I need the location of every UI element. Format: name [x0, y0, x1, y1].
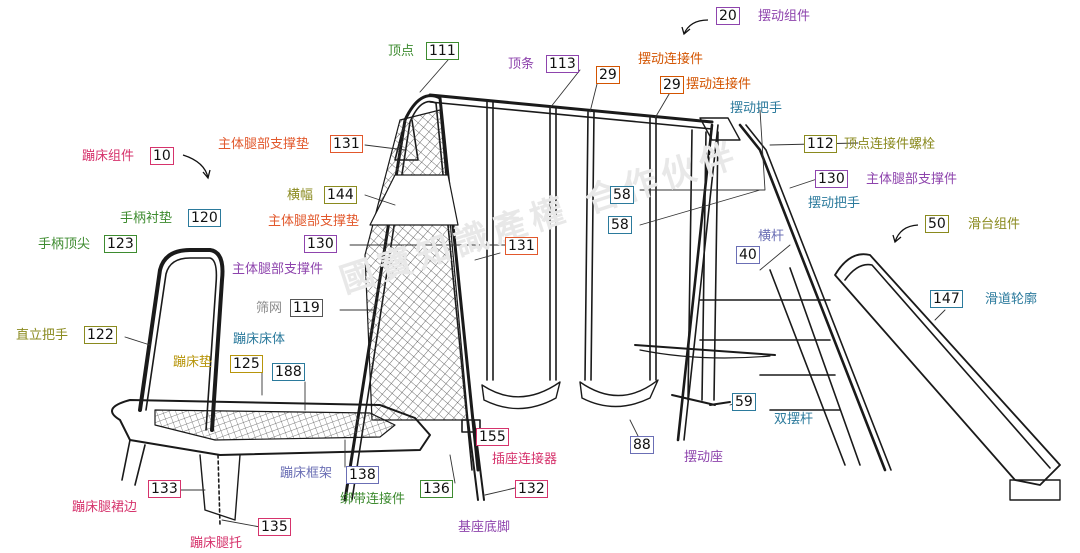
- ref-132: 132: [515, 480, 548, 498]
- ref-10: 10: [150, 147, 174, 165]
- ladder: [699, 267, 861, 466]
- leader-lines: [124, 51, 946, 528]
- label-base-foot: 基座底脚: [458, 520, 511, 535]
- label-handle-tip: 手柄顶尖: [38, 237, 91, 252]
- label-slide-assembly: 滑台组件: [968, 217, 1021, 232]
- label-swing-assembly: 摆动组件: [758, 9, 811, 24]
- slide: [834, 253, 1061, 501]
- ref-120: 120: [188, 209, 221, 227]
- ref-111: 111: [426, 42, 459, 60]
- label-leg-skirt: 蹦床腿裙边: [72, 500, 138, 515]
- ref-130-right: 130: [815, 170, 848, 188]
- ref-88: 88: [630, 436, 654, 454]
- ref-20: 20: [716, 7, 740, 25]
- mesh-panel: [364, 109, 469, 421]
- ref-123: 123: [104, 235, 137, 253]
- ref-131-a: 131: [330, 135, 363, 153]
- label-strap-connector: 绑带连接件: [340, 492, 406, 507]
- label-apex-bolt: 顶点连接件螺栓: [844, 137, 936, 152]
- label-double-swing: 双摆杆: [774, 412, 814, 427]
- ref-40: 40: [736, 246, 760, 264]
- ref-144: 144: [324, 186, 357, 204]
- ref-125: 125: [230, 355, 263, 373]
- ref-50: 50: [925, 215, 949, 233]
- ref-155: 155: [476, 428, 509, 446]
- top-bar: [428, 93, 714, 130]
- label-trampoline-mat: 蹦床垫: [173, 355, 213, 370]
- ref-119: 119: [290, 299, 323, 317]
- label-trampoline-frame: 蹦床框架: [280, 466, 333, 481]
- label-apex: 顶点: [388, 44, 415, 59]
- ref-112: 112: [804, 135, 837, 153]
- ref-29-b: 29: [660, 76, 684, 94]
- label-crossbar: 横杆: [758, 229, 785, 244]
- label-trampoline-assembly: 蹦床组件: [82, 149, 135, 164]
- label-swing-handle-b: 摆动把手: [808, 196, 861, 211]
- label-slide-profile: 滑道轮廓: [985, 292, 1038, 307]
- ref-113: 113: [546, 55, 579, 73]
- label-swing-seat: 摆动座: [684, 450, 724, 465]
- label-swing-connector-a: 摆动连接件: [638, 52, 704, 67]
- label-top-bar: 顶条: [508, 57, 535, 72]
- label-swing-handle-a: 摆动把手: [730, 101, 783, 116]
- ref-135: 135: [258, 518, 291, 536]
- label-swing-connector-b: 摆动连接件: [686, 77, 752, 92]
- label-leg-bracket: 蹦床腿托: [190, 536, 243, 551]
- right-a-frame: [676, 117, 892, 472]
- ref-138: 138: [346, 466, 379, 484]
- ref-130-left: 130: [304, 235, 337, 253]
- label-main-leg-pad-a: 主体腿部支撑垫: [218, 137, 310, 152]
- label-socket-connector: 插座连接器: [492, 452, 558, 467]
- ref-147: 147: [930, 290, 963, 308]
- label-main-leg-support-left: 主体腿部支撑件: [232, 262, 324, 277]
- ref-58-a: 58: [610, 186, 634, 204]
- label-mesh: 筛网: [256, 301, 283, 316]
- ref-133: 133: [148, 480, 181, 498]
- ref-59: 59: [732, 393, 756, 411]
- swings: [481, 101, 719, 410]
- trampoline: [111, 399, 431, 526]
- ref-29-a: 29: [596, 66, 620, 84]
- ref-131-b: 131: [505, 237, 538, 255]
- label-main-leg-support-right: 主体腿部支撑件: [866, 172, 958, 187]
- ref-188: 188: [272, 363, 305, 381]
- label-handle-pad: 手柄衬垫: [120, 211, 173, 226]
- ref-136: 136: [420, 480, 453, 498]
- upright-handle: [138, 248, 225, 432]
- label-trampoline-bed: 蹦床床体: [233, 332, 286, 347]
- label-main-leg-pad-b: 主体腿部支撑垫: [268, 214, 360, 229]
- label-upright-handle: 直立把手: [16, 328, 69, 343]
- ref-58-b: 58: [608, 216, 632, 234]
- ref-122: 122: [84, 326, 117, 344]
- label-banner: 横幅: [287, 188, 314, 203]
- glider: [634, 344, 776, 406]
